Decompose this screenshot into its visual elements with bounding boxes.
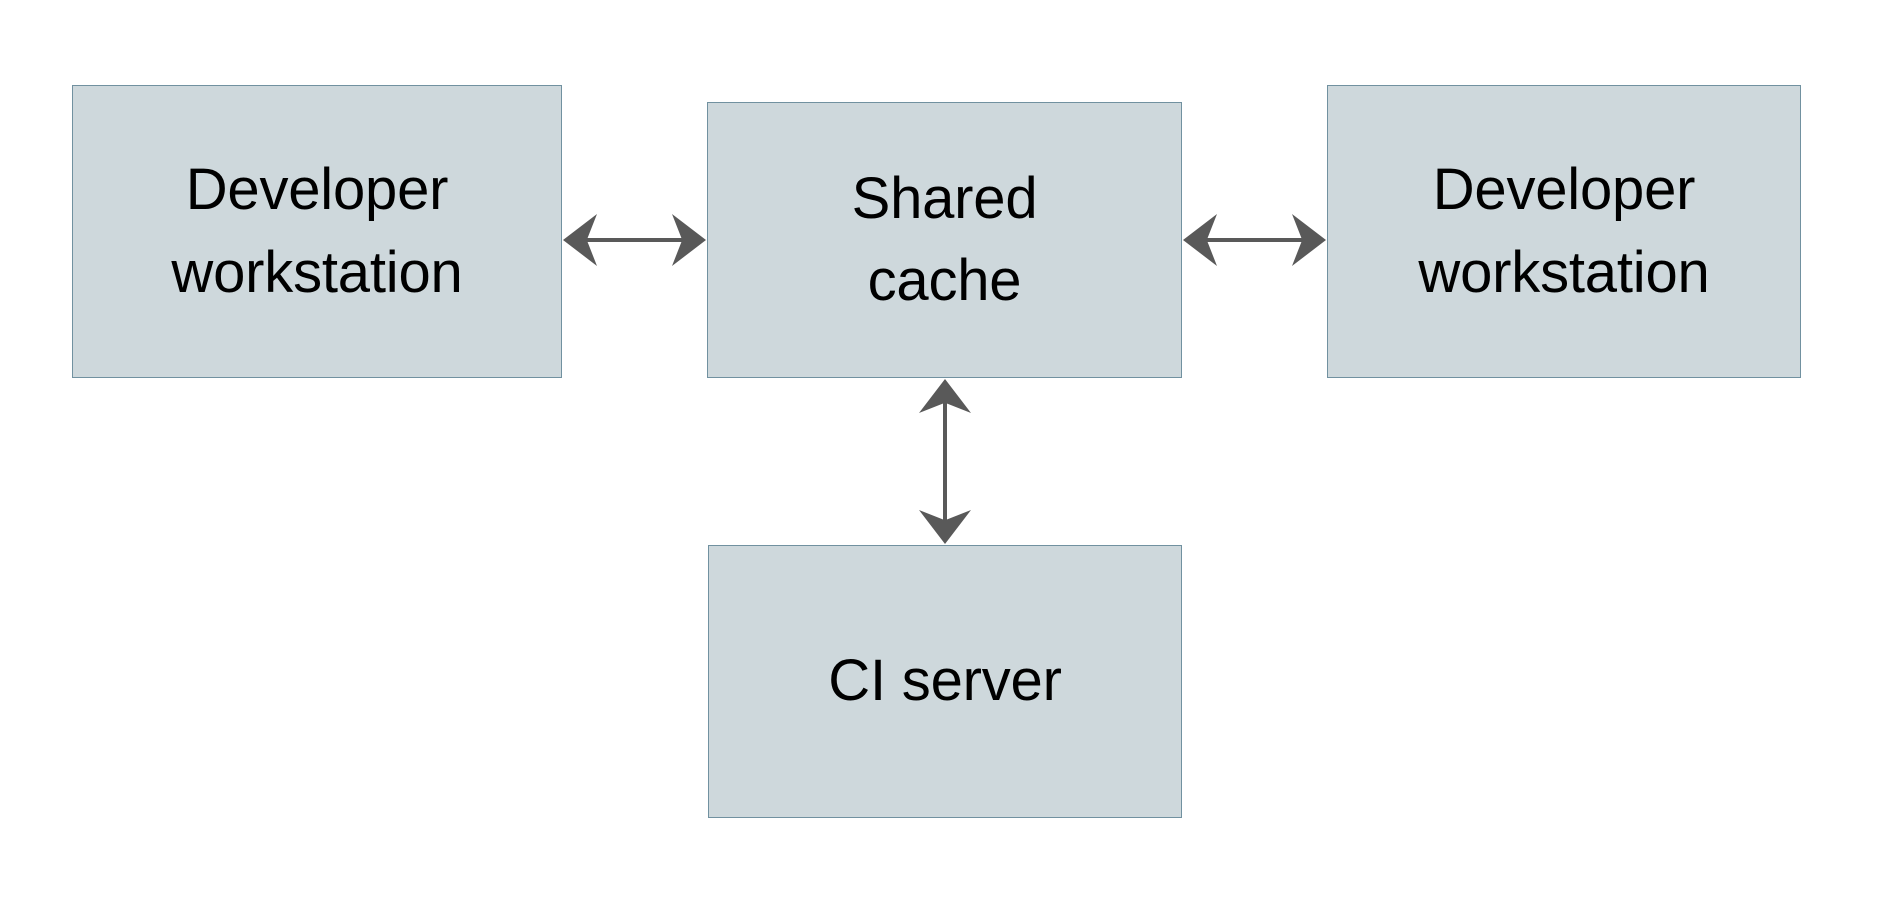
node-ci-server[interactable]: CI server [708,545,1182,818]
edge-ci-server-to-shared-cache [915,349,975,574]
node-label: Developer workstation [1418,157,1710,305]
node-label: CI server [828,648,1062,714]
node-shared-cache[interactable]: Shared cache [707,102,1182,378]
node-developer-workstation-left[interactable]: Developer workstation [72,85,562,378]
edge-shared-cache-to-right-workstation [1153,210,1356,270]
node-label: Developer workstation [171,157,463,305]
node-label: Shared cache [851,165,1038,313]
edge-left-workstation-to-shared-cache [533,210,736,270]
node-developer-workstation-right[interactable]: Developer workstation [1327,85,1801,378]
